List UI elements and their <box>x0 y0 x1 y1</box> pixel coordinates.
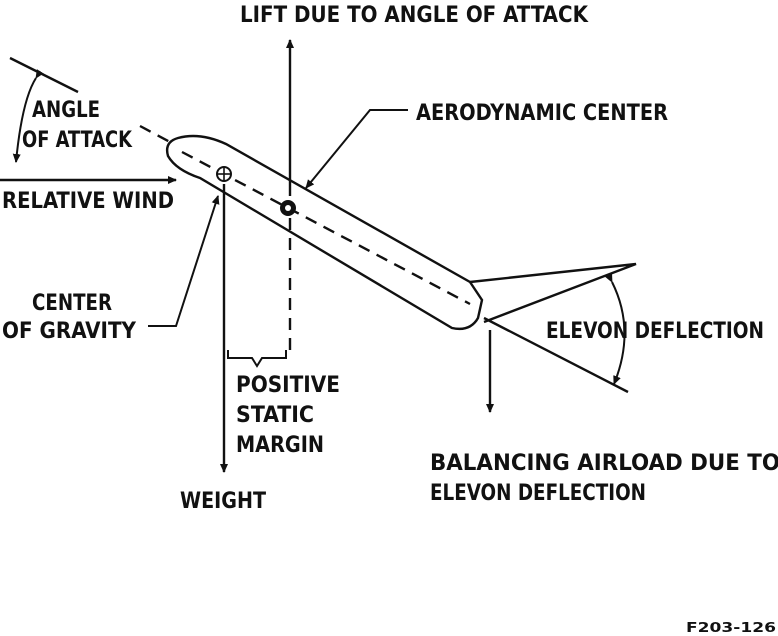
angle-of-attack-arc <box>12 69 44 163</box>
lift-label: LIFT DUE TO ANGLE OF ATTACK <box>240 3 589 28</box>
balancing-airload-label-1: BALANCING AIRLOAD DUE TO <box>430 451 778 476</box>
balancing-airload-label-2: ELEVON DEFLECTION <box>430 481 646 506</box>
static-margin-label-3: MARGIN <box>236 433 324 458</box>
chord-extension-dashed <box>139 124 171 144</box>
angle-of-attack-label-1: ANGLE <box>32 98 100 123</box>
weight-label: WEIGHT <box>180 489 266 514</box>
static-margin-bracket <box>227 350 287 368</box>
elevon <box>469 262 637 324</box>
figure-id: F203-126 <box>686 621 776 636</box>
angle-reference-line <box>9 56 79 94</box>
chord-line-dashed <box>181 150 471 306</box>
static-margin-label-1: POSITIVE <box>236 373 340 398</box>
aero-center-label: AERODYNAMIC CENTER <box>416 101 668 126</box>
elevon-reference-line <box>483 316 629 394</box>
static-margin-label-2: STATIC <box>236 403 314 428</box>
aero-center-symbol <box>280 200 296 216</box>
relative-wind-label: RELATIVE WIND <box>2 189 174 214</box>
cg-label-1: CENTER <box>32 291 112 316</box>
aero-center-leader <box>305 109 408 189</box>
cg-leader <box>148 195 220 327</box>
angle-of-attack-label-2: OF ATTACK <box>22 128 133 153</box>
airfoil-body <box>165 134 484 331</box>
elevon-deflection-arc <box>604 273 626 385</box>
cg-symbol <box>216 166 232 182</box>
elevon-deflection-label: ELEVON DEFLECTION <box>546 319 764 344</box>
cg-label-2: OF GRAVITY <box>2 319 137 344</box>
